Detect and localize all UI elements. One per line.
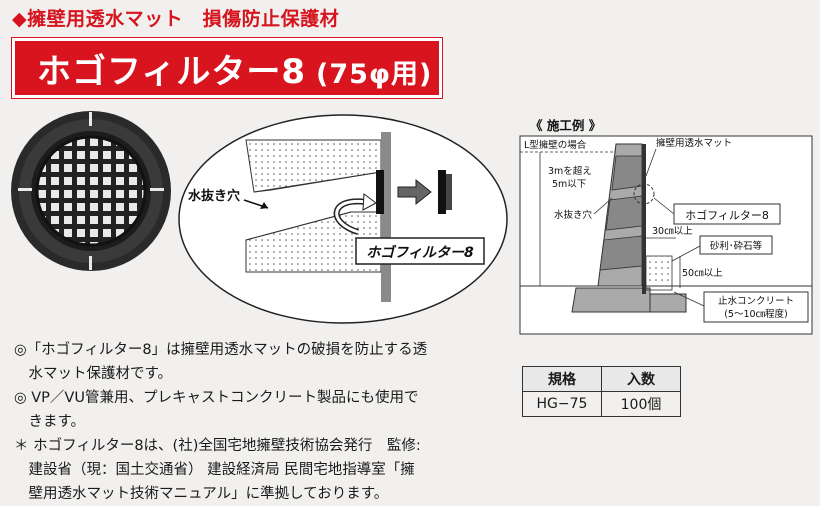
mat-strip bbox=[642, 144, 646, 294]
product-size: (75φ用) bbox=[315, 58, 433, 90]
installation-illustration: 水抜き穴 ホゴフィルター8 bbox=[178, 114, 508, 324]
product-label-box bbox=[355, 237, 485, 265]
filter-detached bbox=[438, 170, 446, 214]
description: ◎「ホゴフィルター8」は擁壁用透水マットの破損を防止する透 水マット保護材です。… bbox=[14, 338, 427, 506]
description-line: 水マット保護材です。 bbox=[14, 366, 173, 382]
product-label: ホゴフィルター8 bbox=[366, 244, 474, 261]
table-cell: HG−75 bbox=[522, 391, 602, 417]
concrete-label-2: (5～10㎝程度) bbox=[724, 308, 788, 320]
category-heading: ◆擁壁用透水マット 損傷防止保護材 bbox=[12, 8, 340, 30]
gravel-box bbox=[699, 235, 773, 255]
spec-table: 規格 入数 HG−75 100個 bbox=[522, 366, 681, 417]
dim-50-label: 50㎝以上 bbox=[682, 268, 723, 279]
insert-arrow-icon bbox=[397, 178, 432, 206]
table-header-row: 規格 入数 bbox=[522, 366, 681, 392]
filter-installed bbox=[376, 170, 384, 214]
example-drain-hole-label: 水抜き穴 bbox=[554, 209, 593, 221]
construction-example-diagram: 《 施工例 》 L型擁壁の場合 擁壁用透水マット 3mを超え 5m以下 水抜き穴… bbox=[519, 118, 813, 335]
dim-30-label: 30㎝以上 bbox=[652, 226, 693, 237]
description-line: ◎ VP／VU管兼用、プレキャストコンクリート製品にも使用で bbox=[14, 390, 419, 406]
example-product-label: ホゴフィルター8 bbox=[685, 208, 769, 222]
l-wall-label: L型擁壁の場合 bbox=[524, 139, 587, 151]
concrete-label-1: 止水コンクリート bbox=[718, 295, 794, 307]
product-title-banner: ホゴフィルター8 (75φ用) bbox=[12, 38, 442, 98]
filter-highlight bbox=[633, 183, 655, 205]
table-header: 規格 bbox=[522, 366, 602, 392]
height-label-1: 3mを超え bbox=[548, 165, 592, 177]
height-label-2: 5m以下 bbox=[552, 179, 586, 190]
product-name: ホゴフィルター8 bbox=[37, 51, 306, 92]
description-line: ＊ ホゴフィルター8は、(社)全国宅地擁壁技術協会発行 監修: bbox=[14, 438, 421, 454]
footing bbox=[571, 287, 651, 313]
description-line: きます。 bbox=[14, 414, 86, 430]
gravel-label: 砂利･砕石等 bbox=[710, 240, 763, 252]
description-line: 壁用透水マット技術マニュアル」に準拠しております。 bbox=[14, 486, 389, 502]
example-title: 《 施工例 》 bbox=[530, 118, 601, 133]
product-title: ホゴフィルター8 (75φ用) bbox=[37, 44, 432, 93]
gravel bbox=[645, 255, 673, 291]
mat-label: 擁壁用透水マット bbox=[656, 137, 732, 149]
table-header: 入数 bbox=[601, 366, 681, 392]
description-line: ◎「ホゴフィルター8」は擁壁用透水マットの破損を防止する透 bbox=[14, 342, 428, 358]
product-photo bbox=[11, 111, 171, 271]
description-line: 建設省（現：国土交通省） 建設経済局 民間宅地指導室「擁 bbox=[14, 462, 415, 478]
table-row: HG−75 100個 bbox=[522, 391, 681, 417]
drain-mat bbox=[381, 132, 391, 302]
table-cell: 100個 bbox=[601, 391, 681, 417]
drain-hole-label: 水抜き穴 bbox=[188, 188, 240, 204]
concrete-box bbox=[703, 291, 809, 323]
